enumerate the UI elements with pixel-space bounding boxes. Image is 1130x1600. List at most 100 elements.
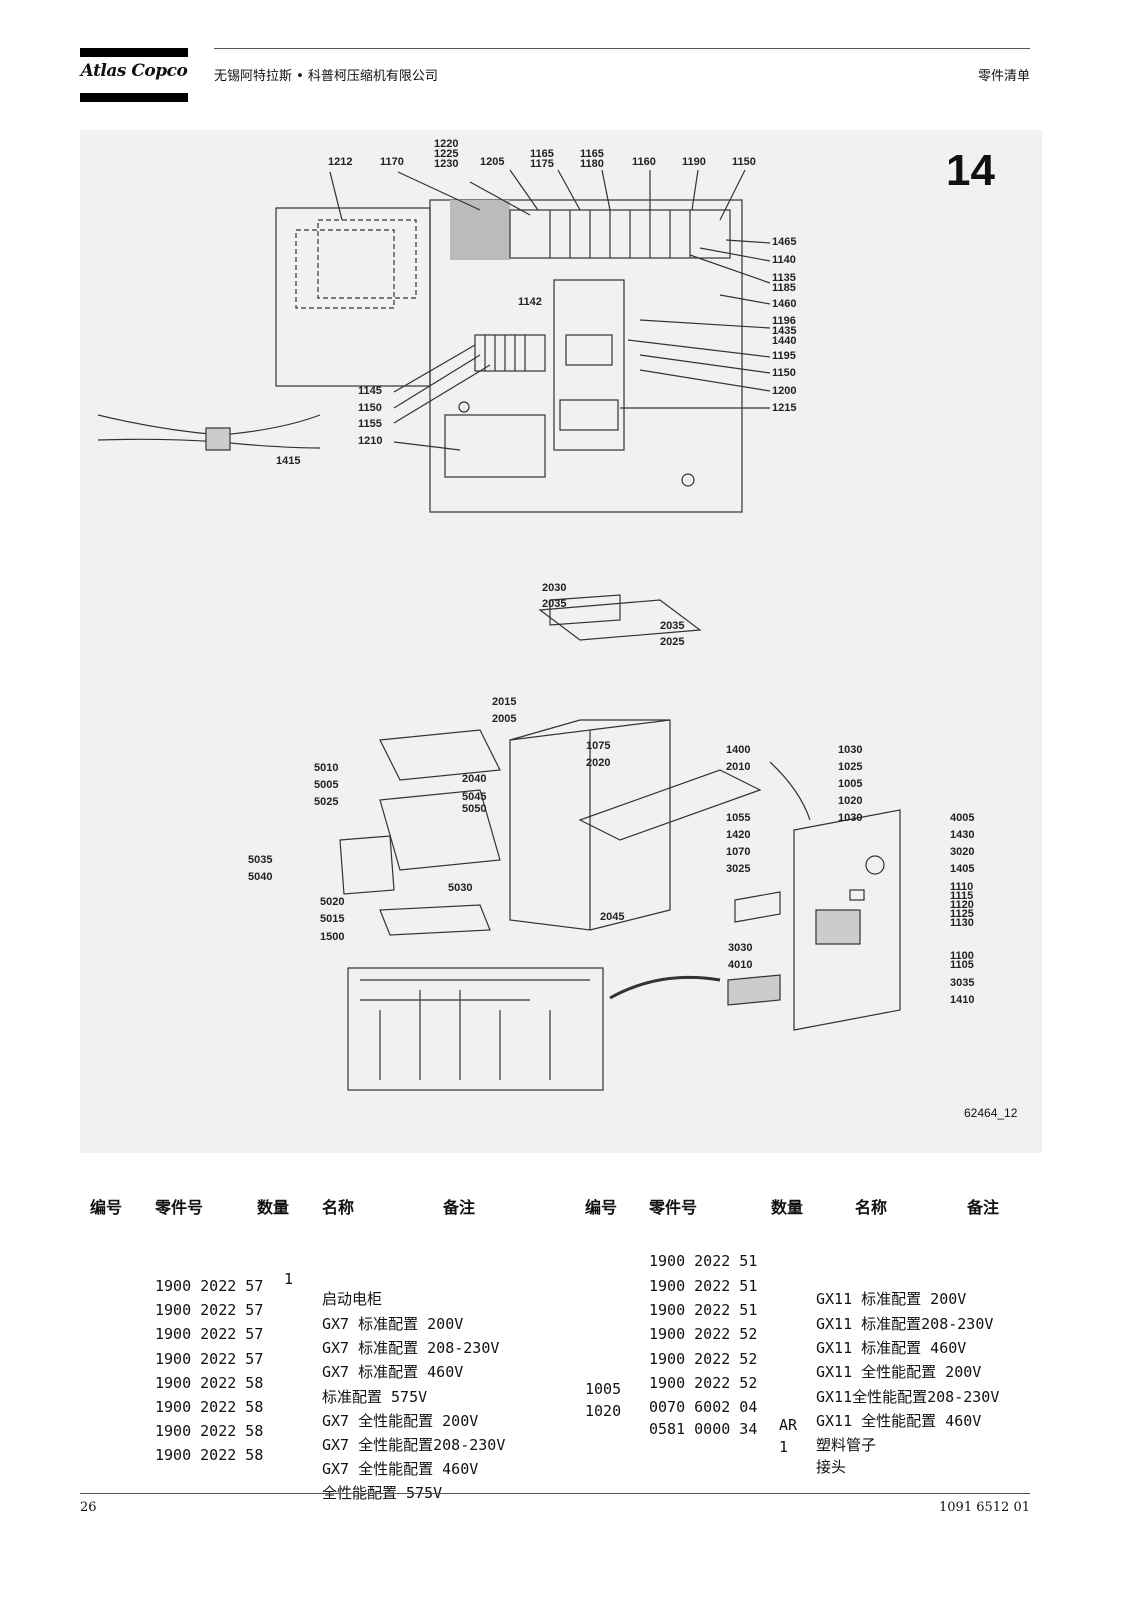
callout-3030: 3030 — [728, 942, 753, 954]
cell-name: GX11 全性能配置 200V — [816, 1363, 982, 1381]
callout-1150: 1150 — [772, 367, 796, 379]
table-row: 1900 2022 57 GX7 标准配置 200V — [0, 1241, 463, 1333]
hatched-area — [450, 200, 510, 260]
col-header-ref-right: 编号 — [585, 1198, 618, 1217]
callout-1500: 1500 — [320, 931, 345, 943]
cell-name: 接头 — [816, 1458, 847, 1476]
cell-name: GX7 全性能配置208-230V — [322, 1436, 506, 1454]
callout-1220: 1220 — [434, 138, 459, 150]
callout-1030: 1030 — [838, 812, 863, 824]
callout-5020: 5020 — [320, 896, 345, 908]
figure-code: 62464_12 — [964, 1106, 1018, 1120]
callout-1150: 1150 — [732, 156, 756, 168]
cell-part: 1900 2022 58 — [155, 1374, 264, 1392]
cell-part: 1900 2022 52 — [649, 1325, 758, 1343]
callout-2030: 2030 — [542, 582, 567, 594]
callout-1465: 1465 — [772, 236, 797, 248]
terminal-rail — [509, 209, 731, 259]
callout-2015: 2015 — [492, 696, 517, 708]
callout-1055: 1055 — [726, 812, 751, 824]
col-header-part: 零件号 — [155, 1198, 204, 1217]
callout-1145: 1145 — [358, 385, 382, 397]
callout-1020: 1020 — [838, 795, 863, 807]
callout-1196: 1196 — [772, 315, 796, 327]
cell-name: 标准配置 575V — [322, 1388, 428, 1406]
cell-part: 1900 2022 57 — [155, 1325, 264, 1343]
col-header-remark: 备注 — [443, 1198, 476, 1217]
cell-name: 启动电柜 — [322, 1290, 383, 1308]
callout-1130: 1130 — [950, 917, 974, 929]
callout-1400: 1400 — [726, 744, 751, 756]
callout-4005: 4005 — [950, 812, 975, 824]
callout-1420: 1420 — [726, 829, 751, 841]
callout-2010: 2010 — [726, 761, 751, 773]
cell-part: 1900 2022 57 — [155, 1277, 264, 1295]
callout-1025: 1025 — [838, 761, 863, 773]
callout-5015: 5015 — [320, 913, 345, 925]
table-row: 1900 2022 58 GX7 全性能配置208-230V — [0, 1362, 505, 1454]
col-header-remark-right: 备注 — [967, 1198, 1000, 1217]
callout-5050: 5050 — [462, 803, 487, 815]
cell-qty: 1 — [779, 1438, 789, 1456]
callout-2025: 2025 — [660, 636, 685, 648]
callout-5040: 5040 — [248, 871, 273, 883]
callout-5025: 5025 — [314, 796, 339, 808]
box-lid-5010 — [379, 729, 501, 781]
callout-1185: 1185 — [772, 282, 796, 294]
cell-name: GX7 标准配置 208-230V — [322, 1339, 500, 1357]
callout-5030: 5030 — [448, 882, 473, 894]
callout-1405: 1405 — [950, 863, 975, 875]
callout-5035: 5035 — [248, 854, 273, 866]
cell-part: 0581 0000 34 — [649, 1420, 758, 1438]
callout-1215: 1215 — [772, 402, 797, 414]
contactor — [553, 279, 625, 451]
parts-diagram: 14 62464_12 1212 1170 1220 1225 1230 120… — [80, 130, 1042, 1153]
callout-1230: 1230 — [434, 158, 459, 170]
mounting-plate-2010 — [578, 769, 762, 841]
callout-1212: 1212 — [328, 156, 353, 168]
callout-1180: 1180 — [580, 158, 604, 170]
callout-1440: 1440 — [772, 335, 797, 347]
callout-5010: 5010 — [314, 762, 339, 774]
logo-bar-top — [80, 48, 188, 57]
front-door — [793, 809, 901, 1031]
callout-1110: 1110 — [950, 881, 974, 893]
col-header-qty-right: 数量 — [771, 1198, 804, 1217]
callout-1140: 1140 — [772, 254, 796, 266]
figure-number: 14 — [946, 146, 995, 195]
cell-name: GX11 全性能配置 460V — [816, 1412, 982, 1430]
callout-2035: 2035 — [542, 598, 567, 610]
table-row: 1900 2022 52 GX11 全性能配置 200V — [0, 1289, 981, 1381]
table-row: 1 启动电柜 — [0, 1216, 382, 1308]
callout-1142: 1142 — [518, 296, 542, 308]
label-3025 — [734, 891, 781, 923]
cell-name: GX11 标准配置208-230V — [816, 1315, 994, 1333]
table-row: 1900 2022 52 GX11全性能配置208-230V — [0, 1314, 999, 1406]
side-panel-2005 — [509, 729, 591, 931]
col-header-part-right: 零件号 — [649, 1198, 698, 1217]
callout-1170: 1170 — [380, 156, 404, 168]
cell-qty: 1 — [284, 1270, 294, 1288]
callout-3025: 3025 — [726, 863, 751, 875]
table-row: 1900 2022 57 GX7 标准配置 208-230V — [0, 1265, 499, 1357]
cell-ref: 1020 — [585, 1402, 622, 1420]
callout-1105: 1105 — [950, 959, 974, 971]
callout-1200: 1200 — [772, 385, 797, 397]
table-row: 1900 2022 51 GX11 标准配置 200V — [0, 1216, 966, 1308]
callout-1030: 1030 — [838, 744, 863, 756]
callout-3020: 3020 — [950, 846, 975, 858]
box-5005 — [379, 789, 501, 871]
table-row: 1900 2022 58 GX7 全性能配置 460V — [0, 1386, 478, 1478]
callout-1165: 1165 — [530, 148, 554, 160]
callout-2020: 2020 — [586, 757, 611, 769]
cell-name: GX7 标准配置 460V — [322, 1363, 464, 1381]
table-row: 1900 2022 51 GX11 标准配置208-230V — [0, 1241, 993, 1333]
cell-part: 1900 2022 51 — [649, 1301, 758, 1319]
callout-5045: 5045 — [462, 791, 487, 803]
door-panel — [275, 207, 431, 387]
table-row: 1900 2022 58 GX7 全性能配置 200V — [0, 1338, 478, 1430]
callout-1115: 1115 — [950, 890, 974, 902]
cell-name: GX7 全性能配置 200V — [322, 1412, 479, 1430]
footer-rule — [80, 1493, 1030, 1494]
callout-3035: 3035 — [950, 977, 975, 989]
